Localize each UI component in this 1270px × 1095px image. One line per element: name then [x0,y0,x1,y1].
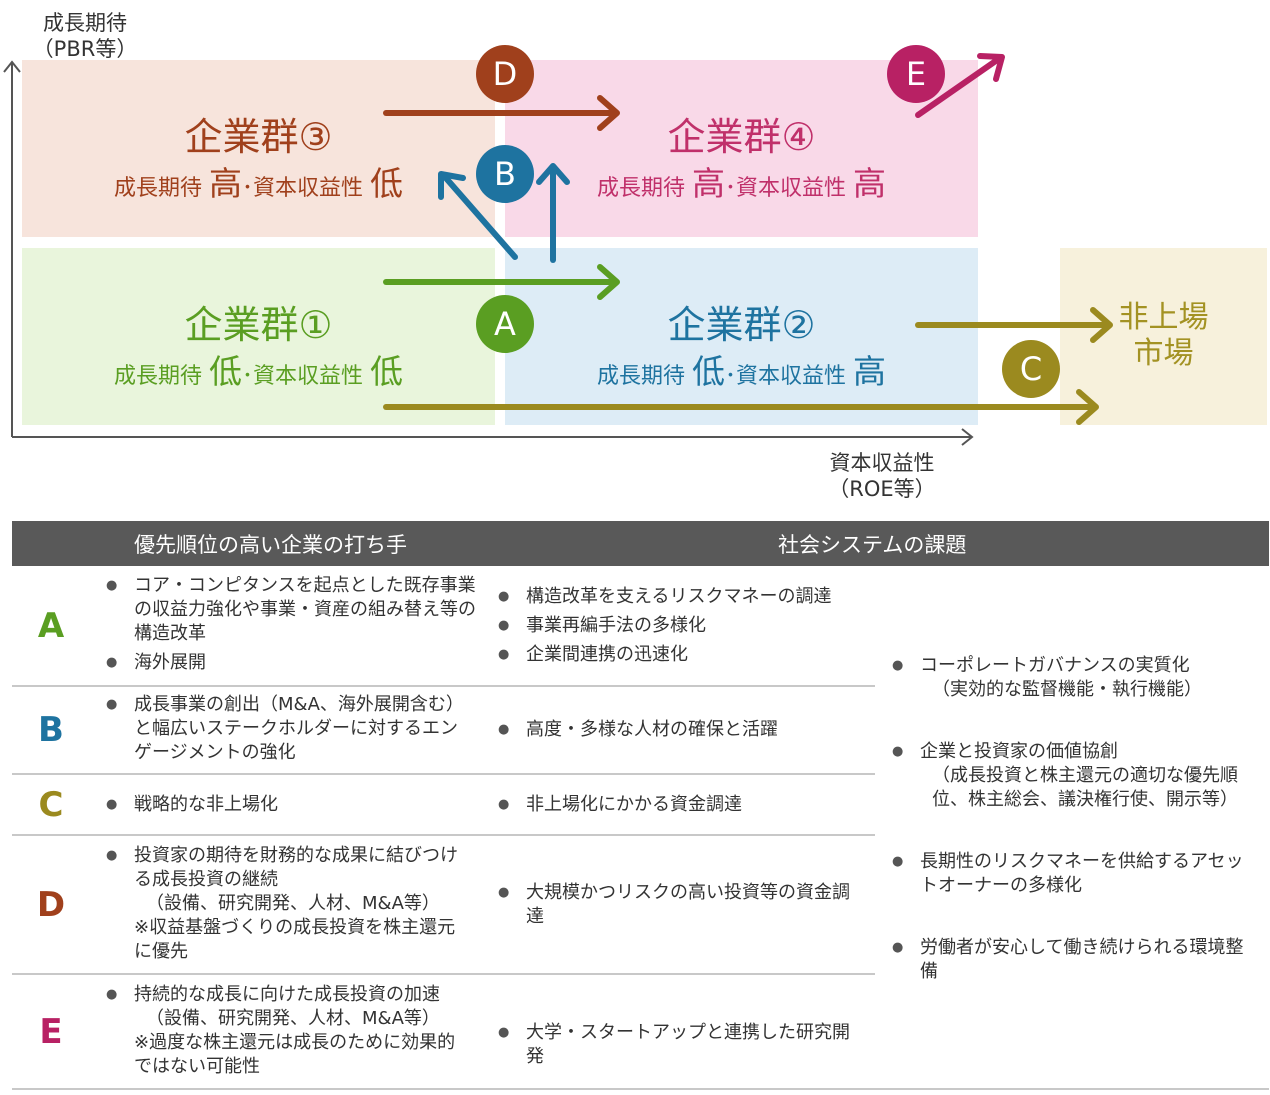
group-4-subtitle: 成長期待 高･資本収益性 高 [505,157,978,205]
group-2-sub-b: 低 [692,352,725,391]
group-2-sub-d: 高 [853,352,887,391]
quadrant-group-1 [22,248,495,425]
arrow-a [383,264,620,300]
row-divider [12,685,875,687]
y-axis-label: 成長期待 （PBR等） [30,10,140,62]
row-c-actions: 戦略的な非上場化 [106,793,468,817]
group-3-subtitle: 成長期待 高･資本収益性 低 [22,157,495,205]
group-1-subtitle: 成長期待 低･資本収益性 低 [22,345,495,393]
group-2-sub-c: ･資本収益性 [725,364,847,389]
marker-d: D [476,45,534,103]
marker-a: A [476,295,534,353]
quadrant-group-3 [22,60,495,237]
row-divider [12,773,875,775]
group-4-sub-c: ･資本収益性 [725,176,847,201]
row-a-actions: コア・コンピタンスを起点とした既存事業の収益力強化や事業・資産の組み替え等の構造… [106,574,478,675]
row-divider [12,834,875,836]
row-d-actions: 投資家の期待を財務的な成果に結びつける成長投資の継続 （設備、研究開発、人材、M… [106,844,468,964]
row-a-letter: A [37,606,65,646]
list-item: 構造改革を支えるリスクマネーの調達 [498,585,858,609]
unlisted-line1: 非上場 [1118,300,1209,335]
list-item: コーポレートガバナンスの実質化 （実効的な監督機能・執行機能） [892,654,1244,702]
row-b-actions: 成長事業の創出（M&A、海外展開含む）と幅広いステークホルダーに対するエンゲージ… [106,693,468,765]
list-item: 成長事業の創出（M&A、海外展開含む）と幅広いステークホルダーに対するエンゲージ… [106,693,468,765]
row-b-issues: 高度・多様な人材の確保と活躍 [498,718,858,742]
row-d-issues: 大規模かつリスクの高い投資等の資金調達 [498,881,858,929]
list-item: コア・コンピタンスを起点とした既存事業の収益力強化や事業・資産の組み替え等の構造… [106,574,478,646]
group-4-title: 企業群④ [667,115,816,159]
group-3-sub-c: ･資本収益性 [242,176,364,201]
row-e-issues: 大学・スタートアップと連携した研究開発 [498,1021,858,1069]
table-header: 優先順位の高い企業の打ち手 社会システムの課題 [12,521,1269,566]
list-item: 高度・多様な人材の確保と活躍 [498,718,858,742]
arrow-e [915,53,1005,118]
group-1-title: 企業群① [184,303,333,347]
list-item: 戦略的な非上場化 [106,793,468,817]
row-e-letter: E [39,1012,63,1052]
list-item: 長期性のリスクマネーを供給するアセットオーナーの多様化 [892,850,1244,898]
unlisted-market-label: 非上場 市場 [1060,300,1267,372]
row-a-issues: 構造改革を支えるリスクマネーの調達 事業再編手法の多様化 企業間連携の迅速化 [498,585,858,667]
group-4-sub-b: 高 [692,164,725,203]
x-axis-label-line2: （ROE等） [828,477,936,501]
group-3-title: 企業群③ [184,115,333,159]
unlisted-line2: 市場 [1133,336,1194,371]
group-1-sub-a: 成長期待 [113,364,202,389]
list-item: 大規模かつリスクの高い投資等の資金調達 [498,881,858,929]
list-item: 大学・スタートアップと連携した研究開発 [498,1021,858,1069]
group-2-title: 企業群② [667,303,816,347]
col1-header: 優先順位の高い企業の打ち手 [134,533,407,557]
axes [3,60,974,446]
list-item: 非上場化にかかる資金調達 [498,793,858,817]
list-item: 労働者が安心して働き続けられる環境整備 [892,936,1244,984]
group-4-sub-d: 高 [853,164,887,203]
list-item: 企業間連携の迅速化 [498,643,858,667]
group-3-sub-a: 成長期待 [113,176,202,201]
group-3-sub-d: 低 [370,164,404,203]
group-2-sub-a: 成長期待 [596,364,685,389]
x-axis-label-line1: 資本収益性 [829,451,935,475]
col2-header: 社会システムの課題 [778,533,967,557]
marker-c: C [1002,340,1060,398]
arrow-d [383,95,620,131]
group-1-sub-b: 低 [209,352,242,391]
list-item: 持続的な成長に向けた成長投資の加速 （設備、研究開発、人材、M&A等） ※過度な… [106,983,468,1079]
row-b-letter: B [38,710,64,750]
quadrant-group-2 [505,248,978,425]
table-bottom-border [12,1088,1269,1090]
list-item: 投資家の期待を財務的な成果に結びつける成長投資の継続 （設備、研究開発、人材、M… [106,844,468,964]
row-c-issues: 非上場化にかかる資金調達 [498,793,858,817]
arrow-c [383,307,1113,425]
y-axis-arrowhead [3,60,21,73]
group-1-sub-d: 低 [370,352,404,391]
x-axis-label: 資本収益性 （ROE等） [812,450,952,502]
list-item: 事業再編手法の多様化 [498,614,858,638]
marker-b: B [476,145,534,203]
y-axis-label-line2: （PBR等） [32,37,138,61]
list-item: 企業と投資家の価値協創 （成長投資と株主還元の適切な優先順位、株主総会、議決権行… [892,740,1244,812]
x-axis-arrowhead [961,428,974,446]
row-c-letter: C [38,785,64,825]
group-3-sub-b: 高 [209,164,242,203]
row-d-letter: D [36,885,66,925]
group-2-subtitle: 成長期待 低･資本収益性 高 [505,345,978,393]
axes-and-arrows [3,53,1113,446]
group-4-sub-a: 成長期待 [596,176,685,201]
group-1-sub-c: ･資本収益性 [242,364,364,389]
y-axis-label-line1: 成長期待 [43,11,127,35]
list-item: 海外展開 [106,651,478,675]
row-divider [12,973,875,975]
arrow-b [438,163,570,263]
row-e-actions: 持続的な成長に向けた成長投資の加速 （設備、研究開発、人材、M&A等） ※過度な… [106,983,468,1079]
marker-e: E [887,45,945,103]
system-issues: コーポレートガバナンスの実質化 （実効的な監督機能・執行機能） 企業と投資家の価… [892,654,1244,984]
